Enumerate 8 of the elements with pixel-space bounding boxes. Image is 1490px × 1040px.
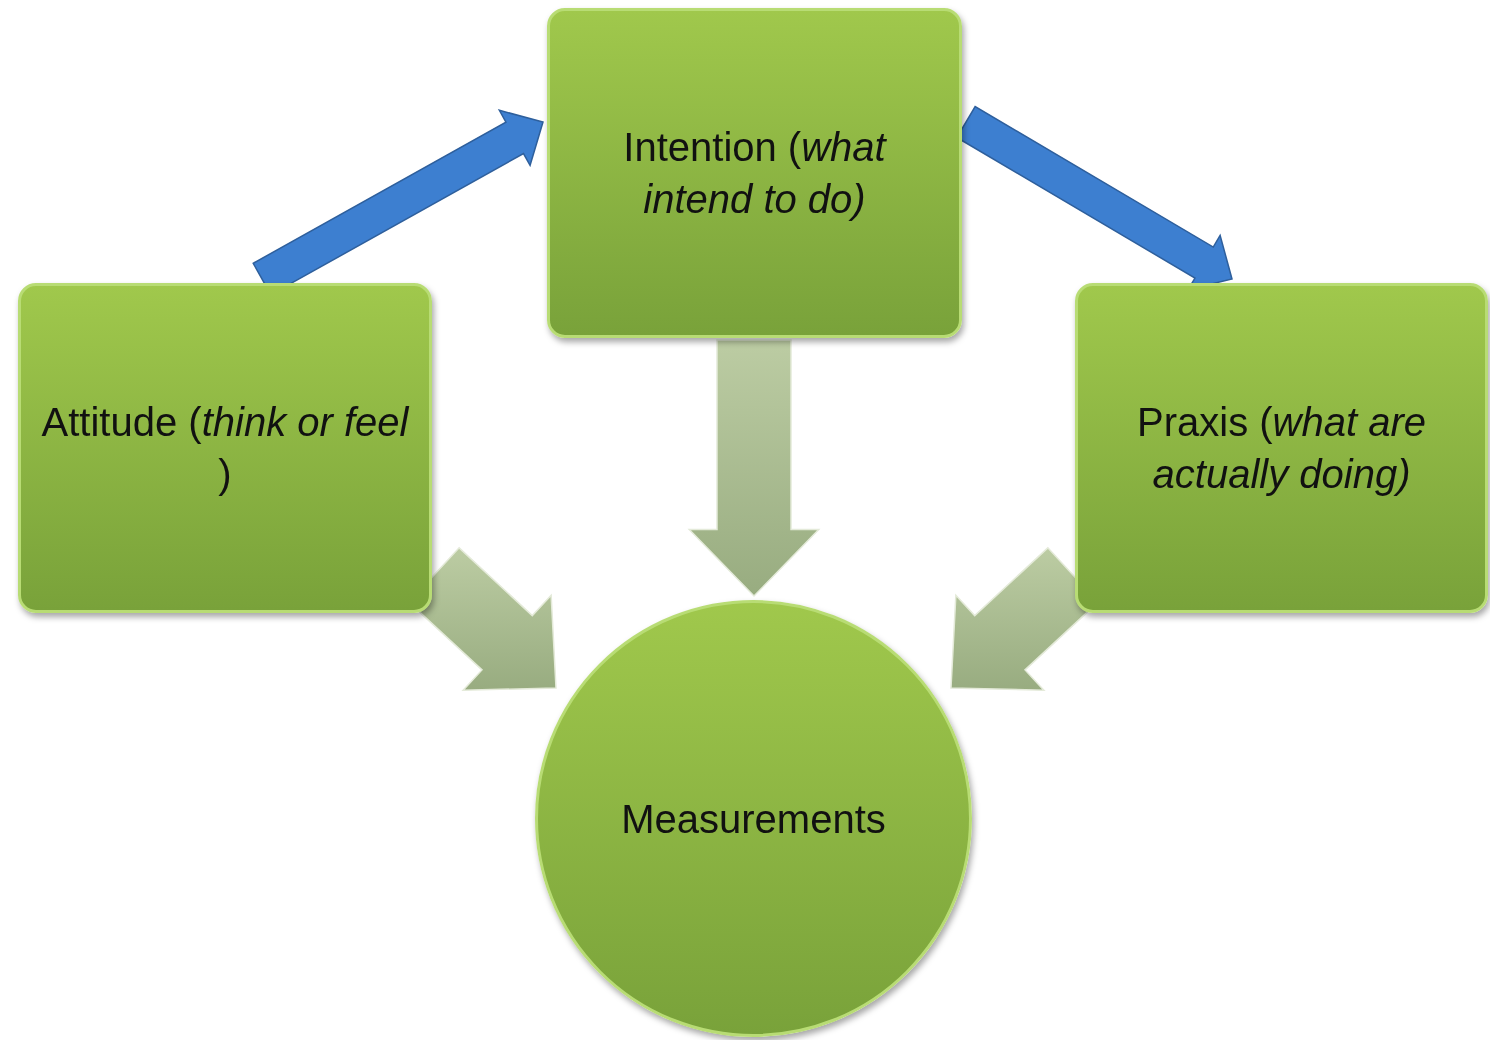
process-box — [547, 8, 962, 338]
process-box — [18, 283, 432, 613]
node-label: Praxis (what are actually doing) — [1136, 399, 1427, 498]
process-box — [1075, 283, 1488, 613]
block-arrow — [687, 339, 821, 598]
node-label: Intention (what intend to do) — [622, 124, 888, 223]
node-label: Attitude (think or feel ) — [40, 399, 411, 498]
node-label: Measurements — [620, 795, 887, 843]
